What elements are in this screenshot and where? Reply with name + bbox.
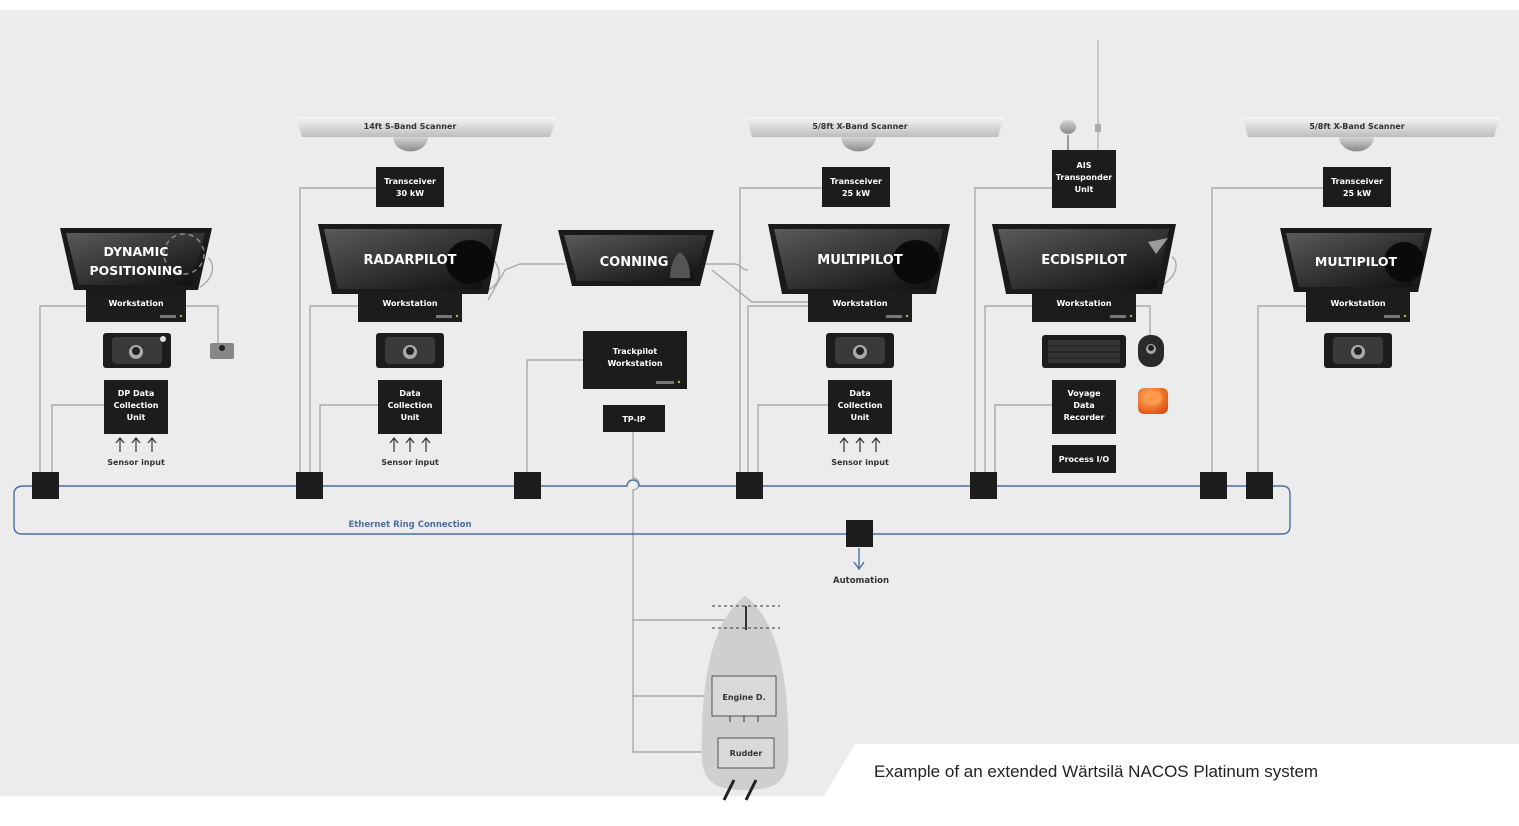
vdr-label: Data [1073, 401, 1094, 410]
scanner-x-band-1: 5/8ft X-Band Scanner [746, 117, 1004, 152]
monitor-title: ECDISPILOT [1041, 253, 1127, 268]
dcu-label: Collection [114, 401, 159, 410]
trackball-panel-multi-2 [1324, 333, 1392, 368]
sensor-input-label: Sensor input [381, 458, 439, 467]
sensor-input-label: Sensor input [107, 458, 165, 467]
network-switch [970, 472, 997, 499]
transceiver-label: Transceiver [1331, 177, 1383, 186]
trackpilot-label: Workstation [607, 359, 662, 368]
ais-transponder: AIS Transponder Unit [1052, 40, 1116, 208]
tp-ip-unit: TP-IP [603, 405, 665, 432]
monitor-title: MULTIPILOT [1315, 254, 1398, 269]
monitor-title: CONNING [600, 255, 669, 270]
scanner-x-band-2: 5/8ft X-Band Scanner [1242, 117, 1500, 152]
network-switch [32, 472, 59, 499]
ring-label: Ethernet Ring Connection [348, 520, 471, 530]
transceiver-label: Transceiver [830, 177, 882, 186]
monitor-title: POSITIONING [89, 263, 182, 278]
network-switch [1200, 472, 1227, 499]
workstation-multi-1: Workstation [808, 292, 912, 322]
network-switch [514, 472, 541, 499]
dcu-label: Unit [851, 413, 870, 422]
workstation-label: Workstation [1330, 299, 1385, 308]
network-switches [32, 472, 1273, 547]
monitor-multipilot-2: MULTIPILOT [1280, 228, 1432, 292]
gps-antenna-icon [1060, 120, 1076, 134]
trackball-panel-multi-1 [826, 333, 894, 368]
transceiver-25kw-1: Transceiver 25 kW [822, 167, 890, 207]
trackball-panel-radar [376, 333, 444, 368]
transceiver-power: 25 kW [842, 189, 870, 198]
sensor-arrows-icon [389, 437, 431, 452]
monitor-conning: CONNING [558, 230, 714, 286]
workstation-dp: Workstation [86, 290, 186, 322]
workstation-label: Workstation [1056, 299, 1111, 308]
monitor-title: DYNAMIC [104, 244, 169, 259]
trackpilot-label: Trackpilot [613, 347, 658, 356]
dcu-label: DP Data [118, 389, 155, 398]
ais-label: Transponder [1056, 173, 1112, 182]
dcu-label: Data [849, 389, 870, 398]
ais-label: AIS [1077, 161, 1092, 170]
workstation-label: Workstation [382, 299, 437, 308]
scanner-label: 14ft S-Band Scanner [364, 122, 457, 131]
engine-label: Engine D. [722, 693, 765, 702]
network-switch [736, 472, 763, 499]
vdr-label: Voyage [1067, 389, 1101, 398]
scanner-label: 5/8ft X-Band Scanner [812, 122, 907, 131]
sensor-arrows-icon [839, 437, 881, 452]
transceiver-label: Transceiver [384, 177, 436, 186]
sensor-input-label: Sensor input [831, 458, 889, 467]
dcu-label: Unit [127, 413, 146, 422]
workstation-label: Workstation [108, 299, 163, 308]
ship-arrow-icon [1148, 238, 1168, 254]
dcu-label: Unit [401, 413, 420, 422]
caption-panel [806, 744, 1519, 826]
transceiver-power: 25 kW [1343, 189, 1371, 198]
dcu-radar: Data Collection Unit Sensor input [378, 380, 442, 467]
workstation-radar: Workstation [358, 292, 462, 322]
vdr-label: Recorder [1064, 413, 1105, 422]
monitor-dynamic-positioning: DYNAMIC POSITIONING [60, 228, 212, 290]
tp-ip-label: TP-IP [622, 415, 645, 424]
network-switch [296, 472, 323, 499]
automation-arrow [853, 548, 865, 571]
rudder-box [717, 737, 775, 769]
ship-outline: Engine D. Rudder [701, 596, 789, 801]
ethernet-ring [13, 479, 1291, 535]
monitor-ecdispilot: ECDISPILOT [992, 224, 1176, 294]
rudder-label: Rudder [730, 749, 763, 758]
process-io-label: Process I/O [1059, 455, 1110, 464]
trackball-panel-dp [103, 333, 234, 368]
monitor-title: MULTIPILOT [817, 253, 903, 268]
network-switch [846, 520, 873, 547]
monitor-title: RADARPILOT [363, 253, 456, 268]
monitor-radarpilot: RADARPILOT [318, 224, 502, 294]
sensor-arrows-icon [115, 437, 157, 452]
trackpilot-workstation: Trackpilot Workstation [583, 331, 687, 389]
transceiver-30kw: Transceiver 30 kW [376, 167, 444, 207]
scanner-label: 5/8ft X-Band Scanner [1309, 122, 1404, 131]
diagram-caption: Example of an extended Wärtsilä NACOS Pl… [874, 762, 1319, 781]
ais-label: Unit [1075, 185, 1094, 194]
dcu-label: Collection [838, 401, 883, 410]
transceiver-power: 30 kW [396, 189, 424, 198]
keyboard-ecdis [1042, 335, 1164, 368]
workstation-ecdis: Workstation [1032, 292, 1136, 322]
automation-label: Automation [833, 576, 889, 586]
dcu-multi: Data Collection Unit Sensor input [828, 380, 892, 467]
scanner-s-band: 14ft S-Band Scanner [296, 117, 557, 152]
voyage-data-recorder: Voyage Data Recorder Process I/O [1052, 380, 1168, 473]
monitor-multipilot-1: MULTIPILOT [768, 224, 950, 294]
transceiver-25kw-2: Transceiver 25 kW [1323, 167, 1391, 207]
dcu-label: Data [399, 389, 420, 398]
engine-box [711, 675, 777, 717]
dcu-label: Collection [388, 401, 433, 410]
workstation-label: Workstation [832, 299, 887, 308]
workstation-multi-2: Workstation [1306, 292, 1410, 322]
dcu-dp: DP Data Collection Unit Sensor input [104, 380, 168, 467]
network-switch [1246, 472, 1273, 499]
